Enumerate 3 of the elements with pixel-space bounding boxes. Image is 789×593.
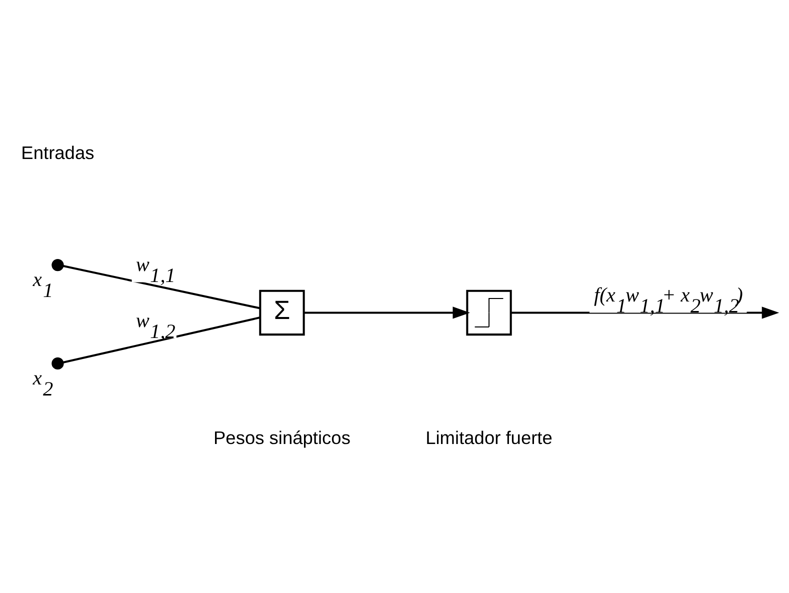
label: Limitador fuerte (425, 426, 552, 448)
label: Pesos sinápticos (213, 426, 350, 448)
label: Entradas (20, 141, 94, 162)
